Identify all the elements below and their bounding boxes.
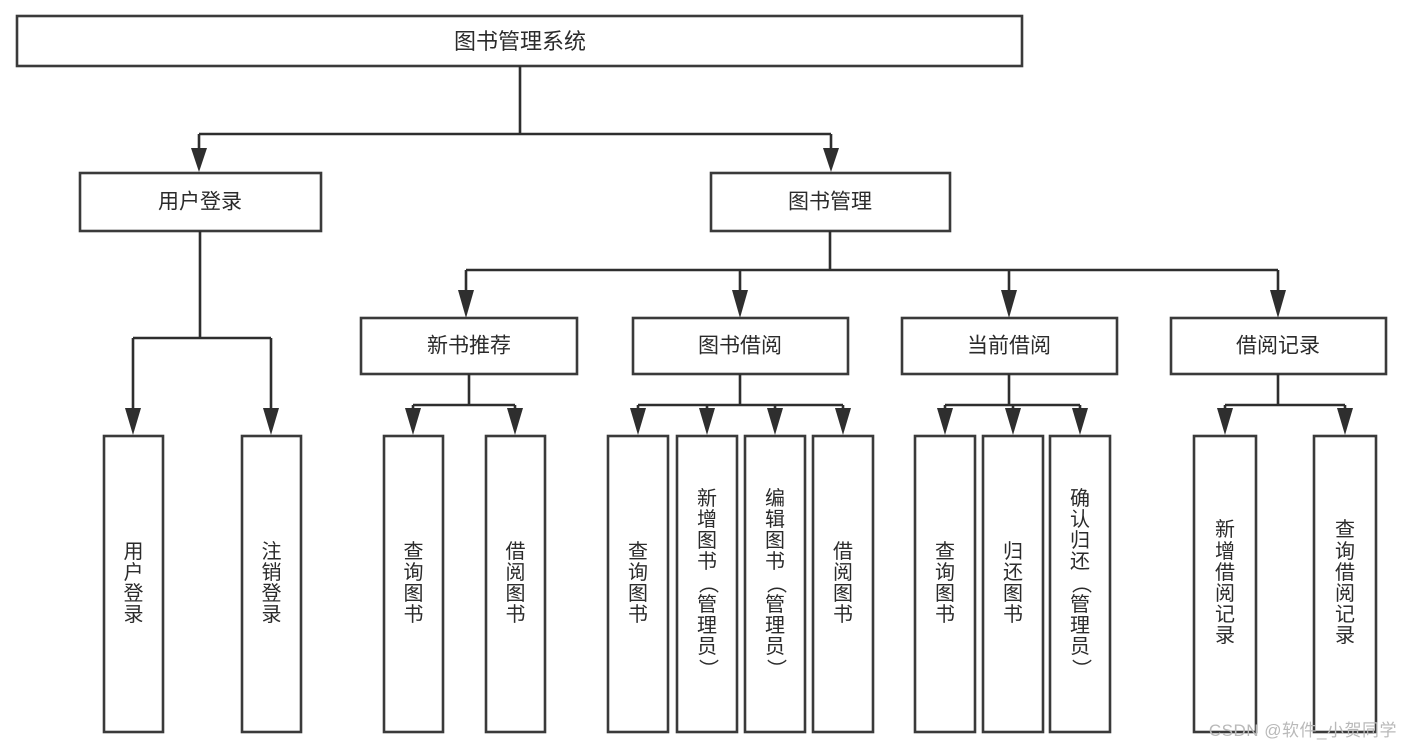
arrow-head-icon	[405, 408, 421, 435]
connector-current-borrow-to-leaves	[937, 374, 1088, 435]
node-current-borrow-box[interactable]	[900, 316, 1119, 376]
arrow-head-icon	[699, 408, 715, 435]
arrow-head-icon	[1001, 290, 1017, 318]
node-user-login-label: 用户登录	[158, 191, 242, 214]
connector-root-to-level2	[191, 66, 839, 172]
arrow-head-icon	[1270, 290, 1286, 318]
node-user-login[interactable]: 用户登录	[78, 171, 323, 233]
connector-book-management-to-level3	[458, 231, 1286, 318]
node-current-borrow-label: 当前借阅	[967, 335, 1051, 358]
node-book-management-label: 图书管理	[788, 191, 872, 214]
node-root-box[interactable]	[15, 14, 1024, 68]
arrow-head-icon	[732, 290, 748, 318]
arrow-head-icon	[1337, 408, 1353, 435]
leaf-box-new-book-1[interactable]	[484, 434, 547, 734]
leaf-box-user-login-0[interactable]	[102, 434, 165, 734]
node-new-book-recommend-box[interactable]	[359, 316, 579, 376]
leaf-box-book-borrow-3[interactable]	[811, 434, 875, 734]
node-new-book-recommend[interactable]: 新书推荐	[359, 316, 579, 376]
arrow-head-icon	[263, 408, 279, 435]
leaf-box-book-borrow-1[interactable]	[675, 434, 739, 734]
arrow-head-icon	[125, 408, 141, 435]
leaf-box-current-borrow-0[interactable]	[913, 434, 977, 734]
arrow-head-icon	[191, 148, 207, 172]
leaf-box-book-borrow-0[interactable]	[606, 434, 670, 734]
leaf-box-borrow-records-1[interactable]	[1312, 434, 1378, 734]
node-new-book-recommend-label: 新书推荐	[427, 335, 511, 358]
leaf-box-borrow-records-0[interactable]	[1192, 434, 1258, 734]
connector-user-login-to-leaves	[125, 231, 279, 435]
node-book-management[interactable]: 图书管理	[709, 171, 952, 233]
arrow-head-icon	[835, 408, 851, 435]
leaf-box-book-borrow-2[interactable]	[743, 434, 807, 734]
arrow-head-icon	[507, 408, 523, 435]
node-book-borrow[interactable]: 图书借阅	[631, 316, 850, 376]
arrow-head-icon	[823, 148, 839, 172]
connector-book-borrow-to-leaves	[630, 374, 851, 435]
node-borrow-records-label: 借阅记录	[1236, 335, 1320, 358]
arrow-head-icon	[937, 408, 953, 435]
arrow-head-icon	[767, 408, 783, 435]
arrow-head-icon	[458, 290, 474, 318]
arrow-head-icon	[1217, 408, 1233, 435]
node-book-borrow-label: 图书借阅	[698, 335, 782, 358]
node-current-borrow[interactable]: 当前借阅	[900, 316, 1119, 376]
arrow-head-icon	[630, 408, 646, 435]
leaf-box-user-login-1[interactable]	[240, 434, 303, 734]
node-borrow-records[interactable]: 借阅记录	[1169, 316, 1388, 376]
connector-new-book-recommend-to-leaves	[405, 374, 523, 435]
leaf-box-current-borrow-1[interactable]	[981, 434, 1045, 734]
leaf-box-current-borrow-2[interactable]	[1048, 434, 1112, 734]
leaf-box-new-book-0[interactable]	[382, 434, 445, 734]
node-root[interactable]: 图书管理系统	[15, 14, 1024, 68]
watermark-text: CSDN @软件_小贺同学	[1208, 721, 1397, 740]
arrow-head-icon	[1005, 408, 1021, 435]
connector-borrow-records-to-leaves	[1217, 374, 1353, 435]
node-root-label: 图书管理系统	[454, 29, 586, 54]
arrow-head-icon	[1072, 408, 1088, 435]
node-user-login-box[interactable]	[78, 171, 323, 233]
